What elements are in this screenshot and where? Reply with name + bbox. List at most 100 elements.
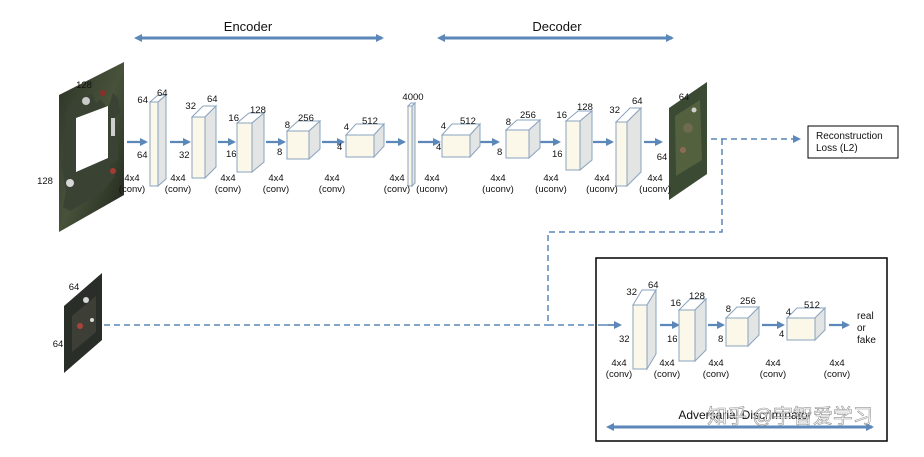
- block-dim-label: 8: [718, 334, 723, 345]
- block-dim-label: 64: [632, 96, 643, 107]
- op-label: 4x4: [611, 358, 626, 369]
- block-dim-label: 16: [556, 110, 567, 121]
- block-dim-label: 128: [250, 105, 266, 116]
- discriminator-block-16: [677, 297, 708, 363]
- op-label: (conv): [703, 369, 729, 380]
- block-dim-label: 4: [786, 307, 791, 318]
- block-dim-label: 32: [185, 101, 196, 112]
- encoder-title: Encoder: [224, 19, 273, 34]
- op-label: 4x4: [124, 173, 139, 184]
- op-label: 4x4: [490, 173, 505, 184]
- block-dim-label: 512: [362, 116, 378, 127]
- block-dim-label: 8: [497, 147, 502, 158]
- op-label: (conv): [384, 184, 410, 195]
- block-dim-label: 4: [436, 142, 441, 153]
- block-dim-label: 16: [228, 113, 239, 124]
- block-dim-label: 8: [726, 304, 731, 315]
- block-dim-label: 16: [552, 149, 563, 160]
- block-dim-label: 32: [179, 150, 190, 161]
- block-dim-label: 512: [460, 116, 476, 127]
- real-height-label: 64: [53, 339, 64, 350]
- encoder-block-64: [148, 93, 168, 188]
- op-label: 4x4: [708, 358, 723, 369]
- block-dim-label: 512: [804, 300, 820, 311]
- discriminator-title: Adversarial Discriminator: [678, 408, 811, 422]
- decoder-block-32: [614, 106, 643, 188]
- decoder-title: Decoder: [532, 19, 582, 34]
- bottleneck-label: 4000: [402, 92, 423, 103]
- op-label: (conv): [215, 184, 241, 195]
- op-label: (conv): [119, 184, 145, 195]
- block-dim-label: 4: [337, 142, 342, 153]
- output-height-label: 64: [657, 152, 668, 163]
- op-label: 4x4: [594, 173, 609, 184]
- decoder-block-4: [440, 122, 482, 159]
- op-label: 4x4: [659, 358, 674, 369]
- encoder-block-32: [190, 104, 218, 180]
- loss-label-line2: Loss (L2): [816, 143, 858, 154]
- op-label: (uconv): [586, 184, 618, 195]
- op-label: (conv): [654, 369, 680, 380]
- block-dim-label: 256: [298, 113, 314, 124]
- block-dim-label: 64: [157, 88, 168, 99]
- output-image: [669, 82, 707, 200]
- block-dim-label: 4: [779, 329, 784, 340]
- block-dim-label: 128: [577, 102, 593, 113]
- block-dim-label: 8: [506, 117, 511, 128]
- output-real-label: real: [857, 311, 874, 322]
- output-or-label: or: [857, 323, 867, 334]
- op-label: (conv): [263, 184, 289, 195]
- op-label: (uconv): [639, 184, 671, 195]
- op-label: (conv): [319, 184, 345, 195]
- input-height-label: 128: [37, 176, 53, 187]
- output-width-label: 64: [679, 92, 690, 103]
- decoder-block-8: [504, 118, 542, 160]
- block-dim-label: 8: [277, 147, 282, 158]
- block-dim-label: 256: [520, 110, 536, 121]
- op-label: 4x4: [220, 173, 235, 184]
- encoder-block-8: [285, 119, 322, 161]
- block-dim-label: 32: [619, 334, 630, 345]
- input-width-label: 128: [76, 80, 92, 91]
- block-dim-label: 64: [648, 280, 659, 291]
- block-dim-label: 32: [626, 287, 637, 298]
- block-dim-label: 64: [207, 94, 218, 105]
- fake-to-discriminator-connector: [547, 139, 723, 326]
- op-label: 4x4: [268, 173, 283, 184]
- bottleneck-vector: [406, 101, 417, 188]
- op-label: 4x4: [829, 358, 844, 369]
- op-label: 4x4: [765, 358, 780, 369]
- op-label: 4x4: [324, 173, 339, 184]
- real-image: [64, 273, 102, 373]
- output-fake-label: fake: [857, 335, 876, 346]
- block-dim-label: 32: [609, 105, 620, 116]
- block-dim-label: 4: [344, 122, 349, 133]
- op-label: 4x4: [647, 173, 662, 184]
- block-dim-label: 256: [740, 296, 756, 307]
- op-label: (uconv): [535, 184, 567, 195]
- watermark: 知乎 @宇智爱学习: [707, 405, 873, 428]
- discriminator-block-8: [724, 305, 761, 348]
- op-label: (uconv): [416, 184, 448, 195]
- block-dim-label: 128: [689, 291, 705, 302]
- loss-label-line1: Reconstruction: [816, 131, 883, 142]
- discriminator-block-4: [785, 306, 827, 342]
- reconstruction-loss-box: [807, 125, 899, 159]
- block-dim-label: 64: [137, 150, 148, 161]
- op-label: (conv): [760, 369, 786, 380]
- op-label: 4x4: [170, 173, 185, 184]
- op-label: 4x4: [424, 173, 439, 184]
- block-dim-label: 64: [137, 95, 148, 106]
- block-dim-label: 8: [285, 120, 290, 131]
- real-width-label: 64: [69, 282, 80, 293]
- discriminator-frame: [595, 257, 888, 442]
- input-image: [59, 62, 124, 232]
- encoder-block-4: [344, 122, 386, 159]
- discriminator-block-32: [632, 288, 657, 371]
- block-dim-label: 16: [226, 149, 237, 160]
- block-dim-label: 16: [670, 298, 681, 309]
- block-dim-label: 16: [667, 334, 678, 345]
- op-label: (conv): [606, 369, 632, 380]
